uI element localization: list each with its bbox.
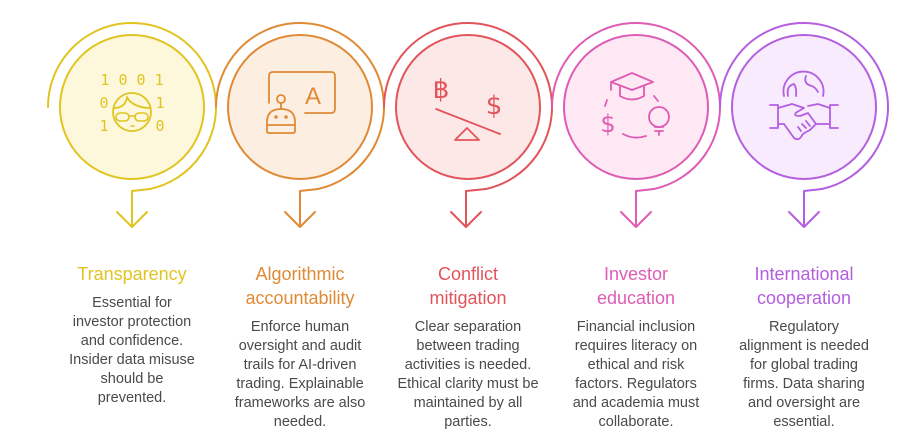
binary-text-right-2: 0 [155,117,164,135]
dollar-symbol: $ [486,91,503,121]
step-4-node: $ [551,22,721,228]
step-2-outer-arc [215,22,385,192]
step-2-circle [227,34,373,180]
step-1-description: Essential for investor protection and co… [69,295,195,406]
step-4-circle [563,34,709,180]
step-5-arrow [788,190,820,228]
step-4-arrow [620,190,652,228]
robot-board-icon: A [266,71,336,134]
step-1-arrow [116,190,148,228]
binary-data-face-icon: 1 0 0 1 0 1 1 0 [99,71,164,135]
step-3-arrow [450,190,482,228]
binary-text-right-1: 1 [155,94,164,112]
step-2-text: Algorithmic accountability Enforce human… [215,262,385,432]
step-1-text: Transparency Essential for investor prot… [47,262,217,408]
bitcoin-symbol: ฿ [433,75,450,105]
binary-text-row1: 1 0 0 1 [100,71,163,89]
step-2-node: A [215,22,385,228]
step-4-title: Investor education [596,264,676,308]
step-2-arrow [284,190,316,228]
step-2-title: Algorithmic accountability [245,264,355,308]
globe-handshake-icon [769,70,839,141]
step-2-description: Enforce human oversight and audit trails… [234,319,366,430]
step-5-node [719,22,889,228]
step-5-title: International cooperation [754,264,854,308]
board-letter: A [305,83,321,110]
step-4-text: Investor education Financial inclusion r… [551,262,721,432]
step-3-title: Conflict mitigation [429,264,507,308]
step-1-title: Transparency [77,264,187,284]
step-4-outer-arc [551,22,721,192]
step-3-outer-arc [383,22,553,192]
step-5-description: Regulatory alignment is needed for globa… [739,319,869,430]
step-3-text: Conflict mitigation Clear separation bet… [383,262,553,432]
step-4-description: Financial inclusion requires literacy on… [572,319,700,430]
step-1-circle [59,34,205,180]
binary-text-left-1: 0 [99,94,108,112]
step-3-description: Clear separation between trading activit… [397,319,539,430]
dollar-symbol: $ [600,110,615,138]
step-5-outer-arc [719,22,889,192]
step-3-node: ฿ $ [383,22,553,228]
graduation-money-idea-icon: $ [600,72,670,139]
step-1-outer-arc [47,22,217,192]
step-5-circle [731,34,877,180]
binary-text-left-2: 1 [99,117,108,135]
step-1-node: 1 0 0 1 0 1 1 0 [47,22,217,228]
step-3-circle [395,34,541,180]
currency-seesaw-icon: ฿ $ [433,75,503,141]
step-5-text: International cooperation Regulatory ali… [719,262,889,432]
